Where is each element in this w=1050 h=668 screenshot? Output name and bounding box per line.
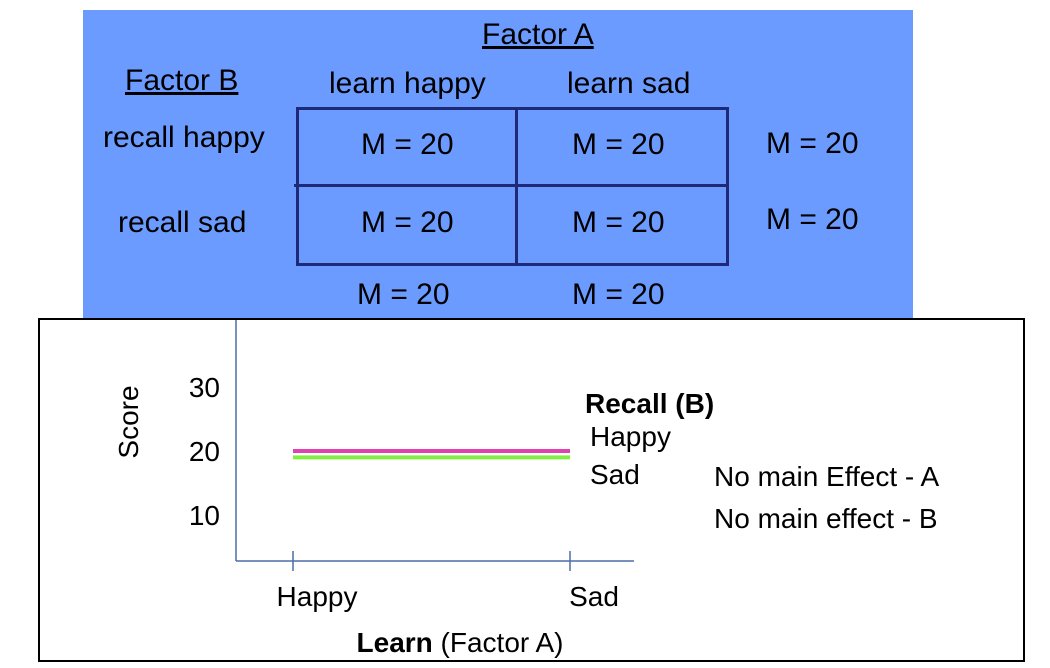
column-mean-learn-sad: M = 20 bbox=[572, 278, 665, 311]
x-axis-label: Learn (Factor A) bbox=[357, 627, 564, 658]
x-tick-label-sad: Sad bbox=[569, 581, 619, 612]
factor-a-label: Factor A bbox=[482, 18, 594, 51]
legend-entry-sad: Sad bbox=[590, 459, 640, 490]
row-mean-recall-happy: M = 20 bbox=[766, 127, 859, 160]
annotation-2: No main effect - B bbox=[714, 503, 938, 534]
legend-entry-happy: Happy bbox=[590, 421, 671, 452]
column-header-learn-happy: learn happy bbox=[329, 67, 486, 100]
y-tick-label-10: 10 bbox=[189, 500, 220, 531]
x-tick-label-happy: Happy bbox=[277, 581, 358, 612]
factor-b-label: Factor B bbox=[125, 64, 239, 97]
cell-mean-sad-happy: M = 20 bbox=[361, 206, 454, 239]
annotation-1: No main Effect - A bbox=[714, 461, 939, 492]
cell-mean-sad-sad: M = 20 bbox=[572, 206, 665, 239]
factorial-table-panel: Factor A Factor B learn happy learn sad … bbox=[83, 10, 913, 318]
y-tick-label-30: 30 bbox=[189, 372, 220, 403]
y-tick-label-20: 20 bbox=[189, 436, 220, 467]
grid-line-bottom bbox=[296, 263, 729, 266]
grid-line-top bbox=[296, 107, 729, 110]
column-mean-learn-happy: M = 20 bbox=[357, 278, 450, 311]
row-header-recall-sad: recall sad bbox=[118, 206, 247, 239]
grid-line-middle bbox=[294, 184, 729, 187]
cell-mean-happy-sad: M = 20 bbox=[572, 128, 665, 161]
cell-mean-happy-happy: M = 20 bbox=[361, 128, 454, 161]
grid-line-center bbox=[515, 107, 518, 266]
y-axis-label: Score bbox=[113, 385, 144, 458]
grid-line-right bbox=[726, 107, 729, 266]
column-header-learn-sad: learn sad bbox=[567, 67, 691, 100]
grid-line-left bbox=[296, 107, 299, 266]
legend-title: Recall (B) bbox=[585, 388, 714, 419]
row-mean-recall-sad: M = 20 bbox=[766, 203, 859, 236]
row-header-recall-happy: recall happy bbox=[103, 121, 265, 154]
